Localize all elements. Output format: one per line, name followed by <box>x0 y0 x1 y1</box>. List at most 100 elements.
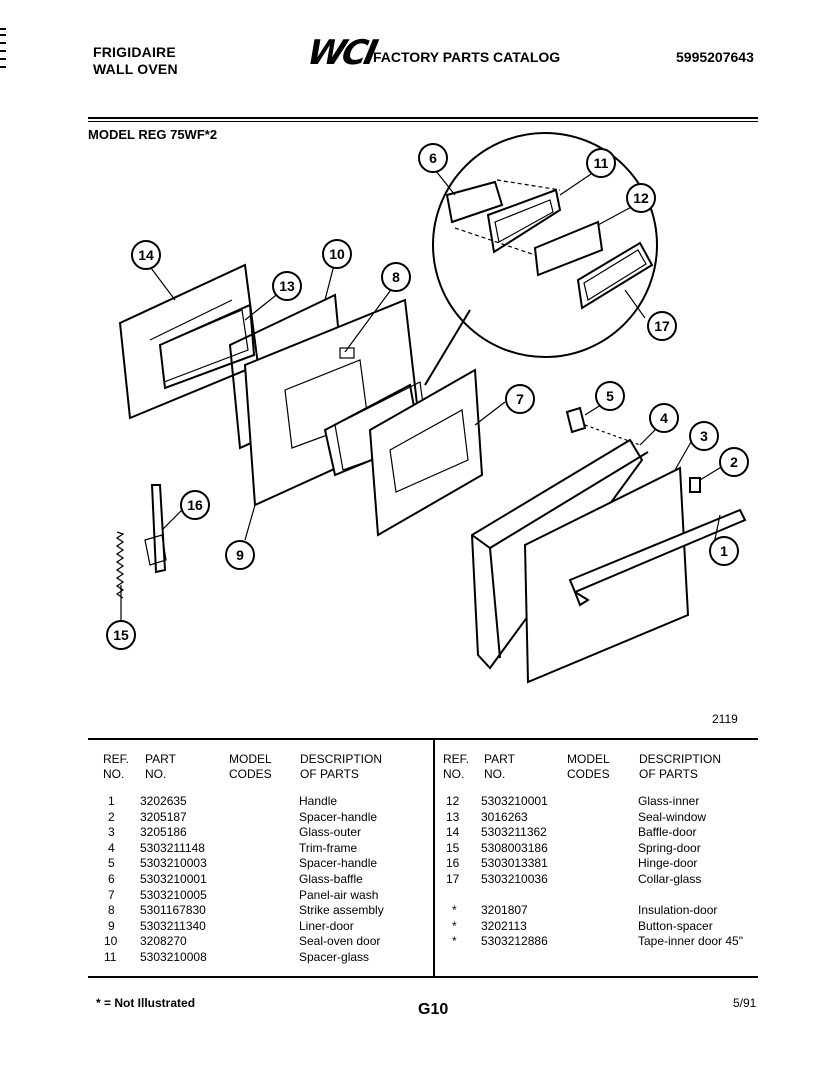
callout: 10 <box>322 239 352 269</box>
part-no: 3016263 <box>481 809 528 824</box>
catalog-title: FACTORY PARTS CATALOG <box>373 49 561 65</box>
ref-no: 9 <box>108 918 115 933</box>
part-no: 3205187 <box>140 809 187 824</box>
part-description: Baffle-door <box>638 825 697 840</box>
part-description: Handle <box>299 794 338 808</box>
ref-no: 3 <box>108 825 115 840</box>
product-type: WALL OVEN <box>93 61 178 77</box>
ref-no: 6 <box>108 872 115 886</box>
part-description: Seal-window <box>638 809 707 824</box>
ref-no: 2 <box>108 809 115 824</box>
part-glass-inner-detail <box>533 220 604 277</box>
part-no: 5303210001 <box>140 872 207 886</box>
part-spacer-handle <box>689 477 701 493</box>
part-collar-glass-detail <box>576 241 654 310</box>
part-spacer-glass-detail <box>486 188 562 254</box>
part-no: 5303210008 <box>140 950 207 964</box>
part-description: Liner-door <box>299 918 354 933</box>
part-no: 5303013381 <box>481 856 548 871</box>
callout: 13 <box>272 271 302 301</box>
part-no: 5301167830 <box>140 903 206 918</box>
table-bottom-rule <box>88 976 758 978</box>
part-description: Insulation-door <box>638 903 718 918</box>
part-description: Collar-glass <box>638 872 702 886</box>
part-description: Glass-outer <box>299 825 362 840</box>
table-divider <box>433 740 435 976</box>
part-no: 3208270 <box>140 934 187 949</box>
part-description: Spacer-glass <box>299 950 370 964</box>
callout: 7 <box>505 384 535 414</box>
ref-no: * <box>452 903 457 918</box>
part-description: Spacer-handle <box>299 856 378 871</box>
callout: 15 <box>106 620 136 650</box>
ref-no: 15 <box>446 840 460 855</box>
part-small-spacer <box>565 406 587 434</box>
part-no: 3202113 <box>481 918 527 933</box>
part-no: 5303210001 <box>481 794 548 808</box>
ref-no: 14 <box>446 825 460 840</box>
part-description: Panel-air wash <box>299 887 379 902</box>
part-no: 5303211340 <box>140 918 206 933</box>
part-panel-air-wash <box>368 368 484 537</box>
ref-no: 11 <box>104 950 117 964</box>
part-no: 5303210003 <box>140 856 207 871</box>
ref-no: 10 <box>104 934 118 949</box>
callout: 16 <box>180 490 210 520</box>
brand-block: FRIGIDAIRE WALL OVEN <box>93 44 178 78</box>
part-description: Seal-oven door <box>299 934 381 949</box>
ref-no: 12 <box>446 794 460 808</box>
ref-no: 17 <box>446 872 460 886</box>
callout: 2 <box>719 447 749 477</box>
part-description: Trim-frame <box>299 840 358 855</box>
part-description: Glass-inner <box>638 794 700 808</box>
callout: 3 <box>689 421 719 451</box>
part-seal-window <box>158 303 256 390</box>
part-description: Tape-inner door 45" <box>638 934 743 949</box>
callout: 1 <box>709 536 739 566</box>
table-top-rule <box>88 738 758 740</box>
part-description: Spacer-handle <box>299 809 378 824</box>
brand-name: FRIGIDAIRE <box>93 44 176 60</box>
ref-no: 5 <box>108 856 115 871</box>
part-description: Strike assembly <box>299 903 384 918</box>
part-no: 5303210036 <box>481 872 548 886</box>
part-description: Hinge-door <box>638 856 698 871</box>
ref-no: * <box>452 934 457 949</box>
part-glass-baffle-detail <box>445 180 504 224</box>
header-rule <box>88 117 758 119</box>
ref-no: 13 <box>446 809 460 824</box>
callout: 8 <box>381 262 411 292</box>
callout: 6 <box>418 143 448 173</box>
part-no: 5303211148 <box>140 840 205 855</box>
part-no: 5308003186 <box>481 840 548 855</box>
part-description: Glass-baffle <box>299 872 363 886</box>
callout: 5 <box>595 381 625 411</box>
exploded-parts-diagram <box>115 132 747 684</box>
part-handle <box>568 508 747 594</box>
ref-no: * <box>452 918 457 933</box>
not-illustrated-note: * = Not Illustrated <box>96 996 196 1010</box>
figure-number: 2119 <box>712 712 738 726</box>
part-no: 3202635 <box>140 794 187 808</box>
callout: 11 <box>586 148 616 178</box>
header-ref: REF.NO. <box>443 752 470 781</box>
part-no: 5303212886 <box>481 934 548 949</box>
header-rule-thin <box>88 121 758 122</box>
callout: 9 <box>225 540 255 570</box>
header-ref: REF.NO. <box>103 752 130 781</box>
ref-no: 8 <box>108 903 115 918</box>
part-spring <box>115 531 125 599</box>
catalog-number: 5995207643 <box>676 49 754 65</box>
part-no: 3205186 <box>140 825 187 840</box>
callout: 17 <box>647 311 677 341</box>
ref-no: 7 <box>108 887 115 902</box>
model-number: MODEL REG 75WF*2 <box>88 127 218 142</box>
part-description: Spring-door <box>638 840 701 855</box>
part-no: 5303211362 <box>481 825 547 840</box>
detail-magnifier-circle <box>432 132 658 358</box>
